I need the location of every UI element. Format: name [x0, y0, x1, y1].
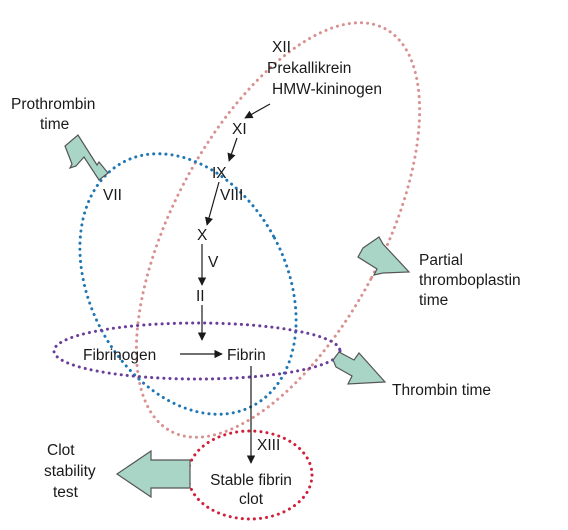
thrombin-time-arrow-icon [332, 351, 387, 385]
stable-fibrin-label: Stable fibrin [210, 472, 292, 489]
stable-fibrin-clot-label: clot [239, 491, 264, 508]
prothrombin-time-arrow-icon [64, 134, 109, 181]
arrow-ix-to-x [204, 181, 220, 226]
hmw-kininogen-label: HMW-kininogen [272, 81, 382, 98]
factor-xi-label: XI [232, 121, 247, 138]
extrinsic-pathway-loop [78, 152, 298, 416]
clot-stability-arrow-icon [115, 449, 191, 499]
ptt-label-2: thromboplastin [419, 272, 521, 289]
factor-xii-label: XII [272, 39, 291, 56]
prothrombin-time-label: Prothrombin [11, 96, 95, 113]
fibrinogen-label: Fibrinogen [83, 347, 156, 364]
ptt-label-3: time [419, 292, 448, 309]
factor-ii-label: II [196, 288, 205, 305]
clot-stability-label-2: stability [44, 463, 96, 480]
clot-stability-loop [186, 429, 314, 521]
factor-v-label: V [208, 254, 219, 271]
thrombin-time-label: Thrombin time [392, 382, 491, 399]
ptt-arrow-icon [357, 236, 411, 276]
factor-xiii-label: XIII [257, 437, 280, 454]
factor-x-label: X [197, 227, 208, 244]
factor-viii-label: VIII [220, 187, 243, 204]
common-pathway-loop [52, 321, 342, 381]
prothrombin-time-label-2: time [40, 116, 69, 133]
ptt-label: Partial [419, 252, 463, 269]
clot-stability-label: Clot [47, 442, 75, 459]
fibrin-label: Fibrin [227, 347, 266, 364]
clot-stability-label-3: test [53, 484, 79, 501]
factor-vii-label: VII [103, 187, 122, 204]
intrinsic-pathway-loop [134, 21, 422, 439]
factor-ix-label: IX [212, 165, 227, 182]
arrow-hmw-to-xi [244, 103, 271, 119]
arrow-xi-to-ix [227, 137, 238, 162]
prekallikrein-label: Prekallikrein [267, 60, 351, 77]
